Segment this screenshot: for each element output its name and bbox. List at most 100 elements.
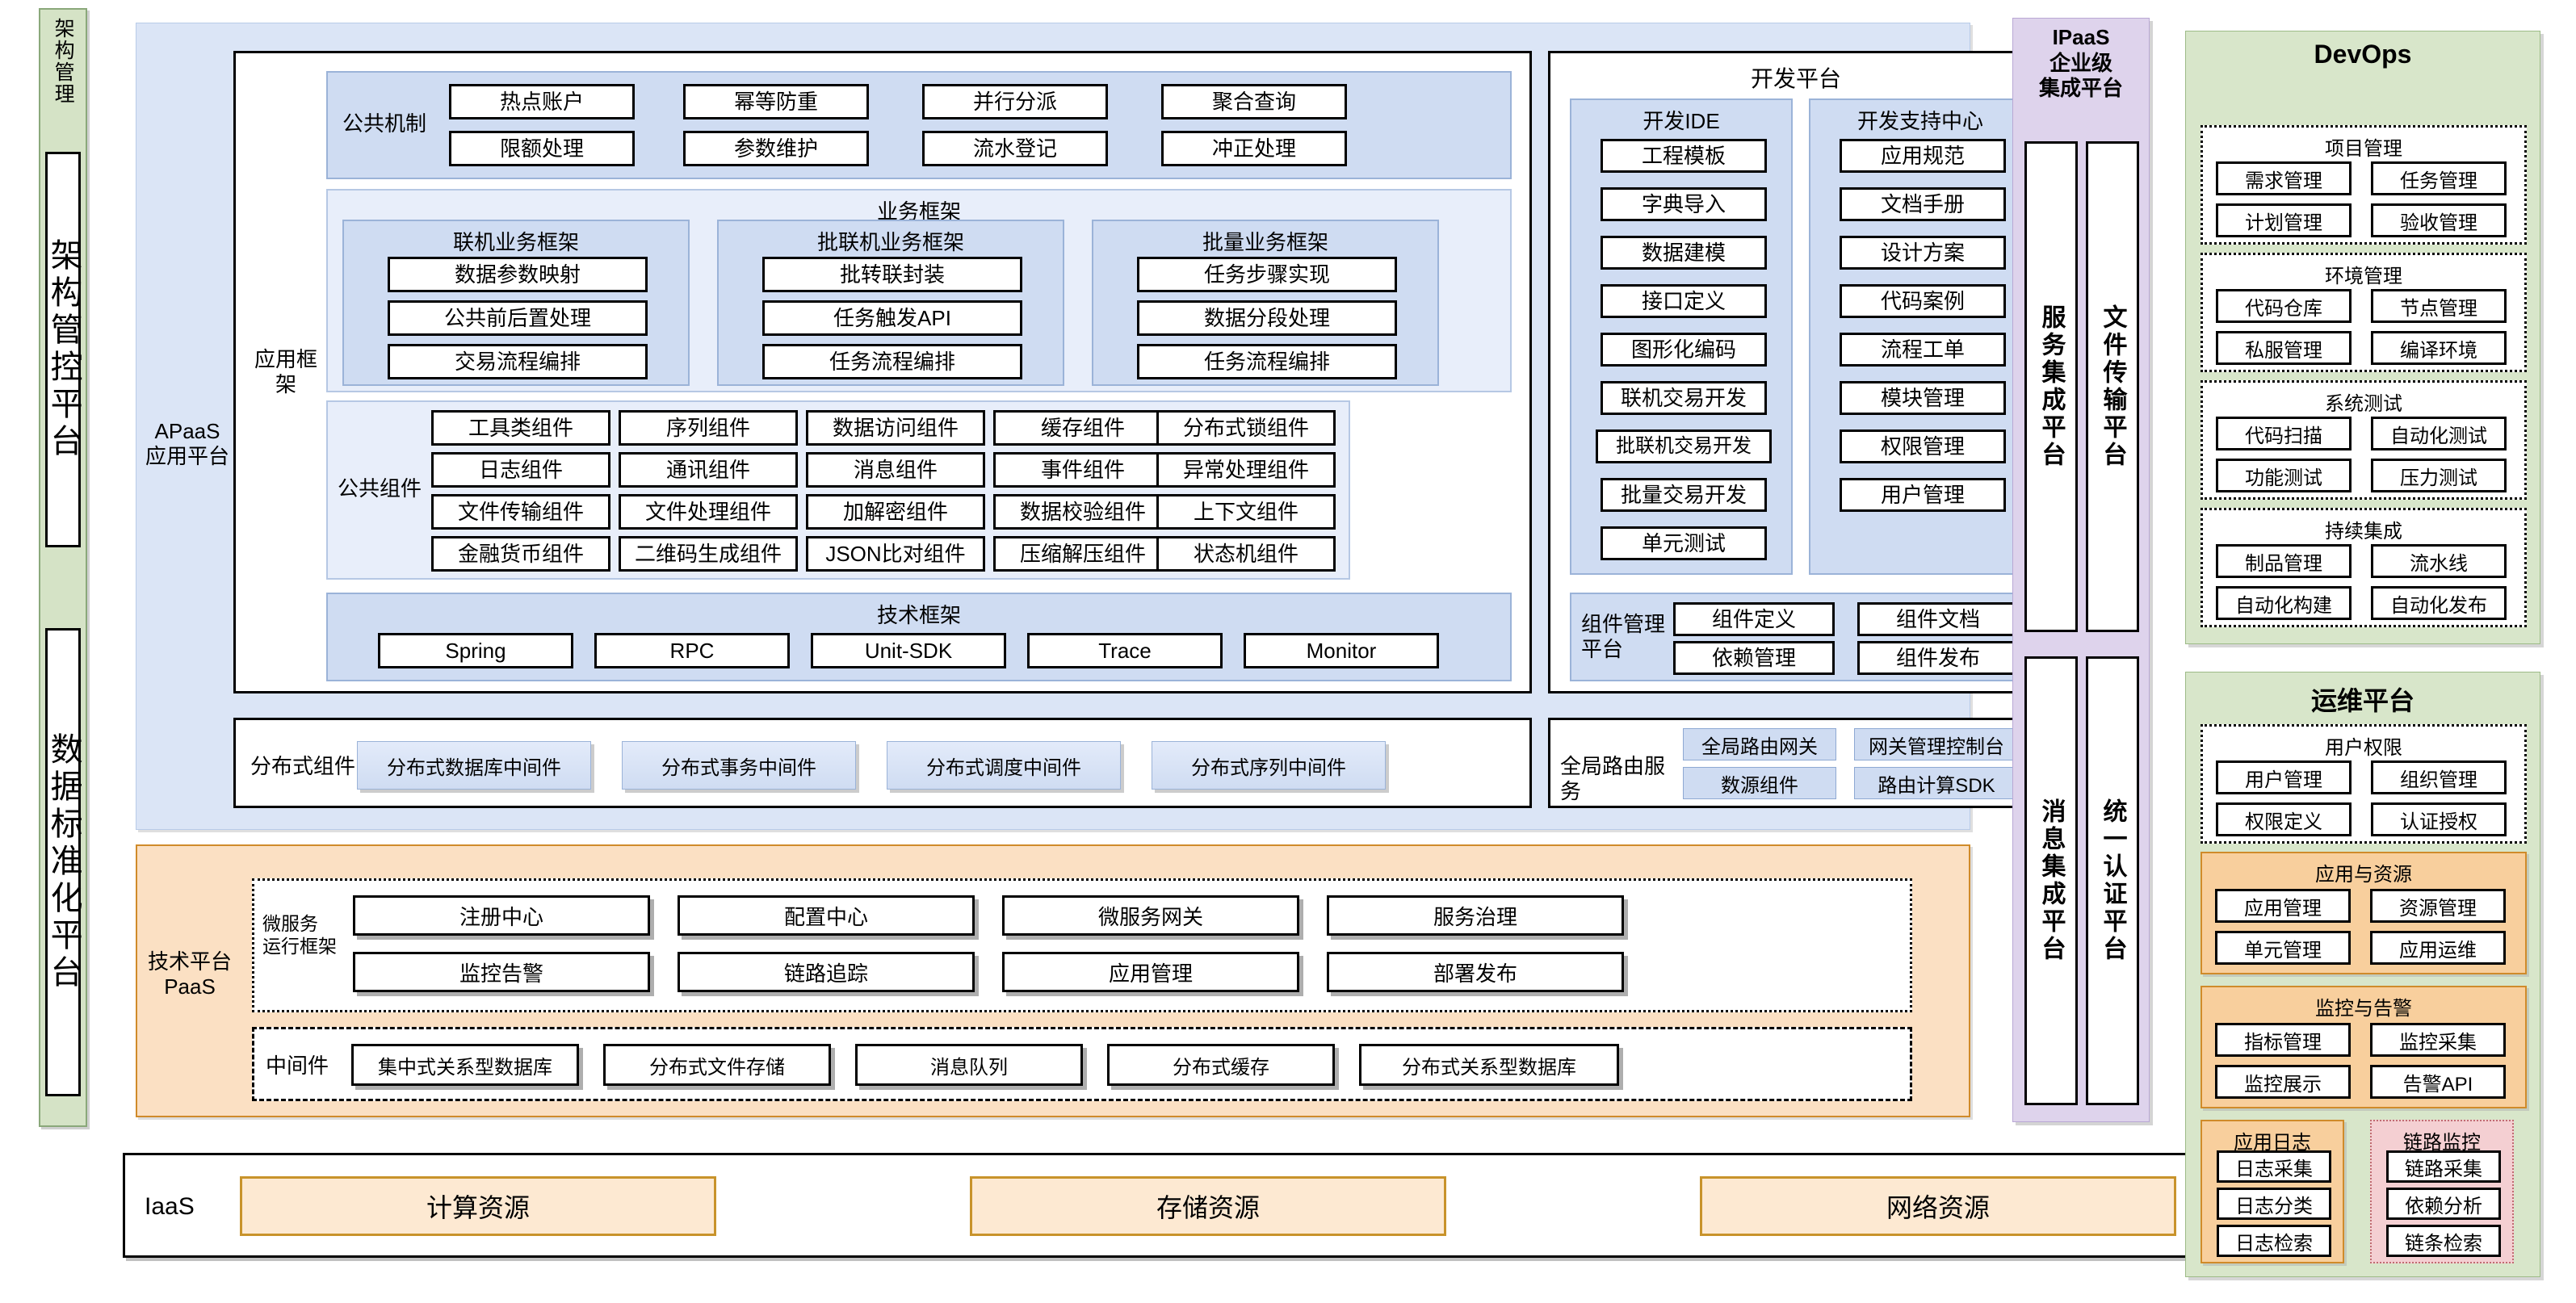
common-mechanism-item[interactable]: 并行分派 — [922, 84, 1108, 119]
devops-item[interactable]: 编译环境 — [2371, 331, 2507, 365]
ops-item[interactable]: 告警API — [2370, 1065, 2506, 1099]
ops-trace-item[interactable]: 链条检索 — [2386, 1225, 2501, 1257]
sidebar-item-data-standard-platform[interactable]: 数据标准化平台 — [45, 628, 82, 1096]
common-component[interactable]: JSON比对组件 — [806, 536, 985, 572]
ops-trace-item[interactable]: 依赖分析 — [2386, 1188, 2501, 1220]
common-mechanism-item[interactable]: 流水登记 — [922, 131, 1108, 166]
ops-item[interactable]: 权限定义 — [2216, 802, 2352, 836]
global-route-item[interactable]: 全局路由网关 — [1683, 728, 1836, 760]
common-mechanism-item[interactable]: 幂等防重 — [683, 84, 869, 119]
common-component[interactable]: 缓存组件 — [993, 410, 1173, 446]
ops-log-item[interactable]: 日志采集 — [2217, 1150, 2331, 1183]
common-component[interactable]: 加解密组件 — [806, 494, 985, 530]
iaas-resource[interactable]: 计算资源 — [240, 1176, 716, 1236]
dev-ide-item[interactable]: 接口定义 — [1601, 284, 1767, 318]
tech-framework-item[interactable]: Spring — [378, 633, 573, 668]
common-component[interactable]: 数据校验组件 — [993, 494, 1173, 530]
ops-item[interactable]: 应用管理 — [2215, 889, 2351, 923]
common-component[interactable]: 通讯组件 — [619, 452, 798, 488]
dev-support-item[interactable]: 流程工单 — [1840, 333, 2006, 367]
middleware-item[interactable]: 分布式缓存 — [1107, 1044, 1335, 1086]
devops-item[interactable]: 流水线 — [2371, 544, 2507, 578]
tech-framework-item[interactable]: Trace — [1027, 633, 1223, 668]
common-component[interactable]: 工具类组件 — [431, 410, 610, 446]
common-mechanism-item[interactable]: 聚合查询 — [1161, 84, 1347, 119]
runtime-item[interactable]: 链路追踪 — [678, 952, 975, 992]
batch-online-bf-item[interactable]: 任务流程编排 — [762, 344, 1022, 379]
component-mgmt-item[interactable]: 依赖管理 — [1673, 641, 1835, 675]
ops-item[interactable]: 应用运维 — [2370, 931, 2506, 965]
dev-support-item[interactable]: 设计方案 — [1840, 236, 2006, 270]
devops-item[interactable]: 需求管理 — [2216, 161, 2352, 195]
common-component[interactable]: 消息组件 — [806, 452, 985, 488]
devops-item[interactable]: 计划管理 — [2216, 203, 2352, 237]
ops-item[interactable]: 用户管理 — [2216, 760, 2352, 794]
message-integration-platform[interactable]: 消息集成平台 — [2024, 656, 2078, 1105]
common-component[interactable]: 压缩解压组件 — [993, 536, 1173, 572]
dev-ide-item[interactable]: 字典导入 — [1601, 187, 1767, 221]
runtime-item[interactable]: 服务治理 — [1327, 895, 1624, 936]
ops-item[interactable]: 资源管理 — [2370, 889, 2506, 923]
common-mechanism-item[interactable]: 参数维护 — [683, 131, 869, 166]
common-component[interactable]: 文件传输组件 — [431, 494, 610, 530]
tech-framework-item[interactable]: RPC — [594, 633, 790, 668]
common-mechanism-item[interactable]: 冲正处理 — [1161, 131, 1347, 166]
ops-item[interactable]: 认证授权 — [2371, 802, 2507, 836]
common-component[interactable]: 日志组件 — [431, 452, 610, 488]
middleware-item[interactable]: 集中式关系型数据库 — [351, 1044, 579, 1086]
batch-online-bf-item[interactable]: 批转联封装 — [762, 257, 1022, 292]
ops-item[interactable]: 指标管理 — [2215, 1023, 2351, 1057]
dev-ide-item[interactable]: 联机交易开发 — [1601, 381, 1767, 415]
dev-ide-item[interactable]: 工程模板 — [1601, 139, 1767, 173]
dev-support-item[interactable]: 用户管理 — [1840, 478, 2006, 512]
devops-item[interactable]: 自动化构建 — [2216, 586, 2352, 620]
common-component[interactable]: 状态机组件 — [1156, 536, 1336, 572]
ops-item[interactable]: 组织管理 — [2371, 760, 2507, 794]
dev-support-item[interactable]: 权限管理 — [1840, 429, 2006, 463]
batch-bf-item[interactable]: 任务步骤实现 — [1137, 257, 1397, 292]
devops-item[interactable]: 自动化发布 — [2371, 586, 2507, 620]
common-component[interactable]: 数据访问组件 — [806, 410, 985, 446]
devops-item[interactable]: 代码仓库 — [2216, 289, 2352, 323]
common-component[interactable]: 金融货币组件 — [431, 536, 610, 572]
tech-framework-item[interactable]: Unit-SDK — [811, 633, 1006, 668]
dev-support-item[interactable]: 文档手册 — [1840, 187, 2006, 221]
distributed-component[interactable]: 分布式调度中间件 — [887, 741, 1121, 790]
devops-item[interactable]: 验收管理 — [2371, 203, 2507, 237]
component-mgmt-item[interactable]: 组件发布 — [1857, 641, 2019, 675]
dev-support-item[interactable]: 代码案例 — [1840, 284, 2006, 318]
ops-log-item[interactable]: 日志检索 — [2217, 1225, 2331, 1257]
batch-online-bf-item[interactable]: 任务触发API — [762, 300, 1022, 336]
unified-auth-platform[interactable]: 统一认证平台 — [2086, 656, 2139, 1105]
global-route-item[interactable]: 数源组件 — [1683, 767, 1836, 799]
common-component[interactable]: 上下文组件 — [1156, 494, 1336, 530]
global-route-item[interactable]: 路由计算SDK — [1854, 767, 2019, 799]
service-integration-platform[interactable]: 服务集成平台 — [2024, 141, 2078, 632]
common-component[interactable]: 事件组件 — [993, 452, 1173, 488]
ops-trace-item[interactable]: 链路采集 — [2386, 1150, 2501, 1183]
runtime-item[interactable]: 应用管理 — [1002, 952, 1299, 992]
middleware-item[interactable]: 消息队列 — [855, 1044, 1083, 1086]
devops-item[interactable]: 节点管理 — [2371, 289, 2507, 323]
iaas-resource[interactable]: 存储资源 — [970, 1176, 1446, 1236]
runtime-item[interactable]: 部署发布 — [1327, 952, 1624, 992]
common-component[interactable]: 二维码生成组件 — [619, 536, 798, 572]
runtime-item[interactable]: 监控告警 — [353, 952, 650, 992]
devops-item[interactable]: 私服管理 — [2216, 331, 2352, 365]
common-mechanism-item[interactable]: 限额处理 — [449, 131, 635, 166]
tech-framework-item[interactable]: Monitor — [1244, 633, 1439, 668]
sidebar-item-arch-control-platform[interactable]: 架构管控平台 — [45, 152, 82, 547]
common-component[interactable]: 序列组件 — [619, 410, 798, 446]
common-component[interactable]: 文件处理组件 — [619, 494, 798, 530]
batch-bf-item[interactable]: 数据分段处理 — [1137, 300, 1397, 336]
devops-item[interactable]: 自动化测试 — [2371, 417, 2507, 450]
component-mgmt-item[interactable]: 组件文档 — [1857, 602, 2019, 636]
online-bf-item[interactable]: 交易流程编排 — [388, 344, 648, 379]
distributed-component[interactable]: 分布式序列中间件 — [1152, 741, 1386, 790]
common-mechanism-item[interactable]: 热点账户 — [449, 84, 635, 119]
dev-ide-item[interactable]: 数据建模 — [1601, 236, 1767, 270]
distributed-component[interactable]: 分布式事务中间件 — [622, 741, 856, 790]
runtime-item[interactable]: 配置中心 — [678, 895, 975, 936]
middleware-item[interactable]: 分布式关系型数据库 — [1359, 1044, 1619, 1086]
devops-item[interactable]: 功能测试 — [2216, 459, 2352, 492]
